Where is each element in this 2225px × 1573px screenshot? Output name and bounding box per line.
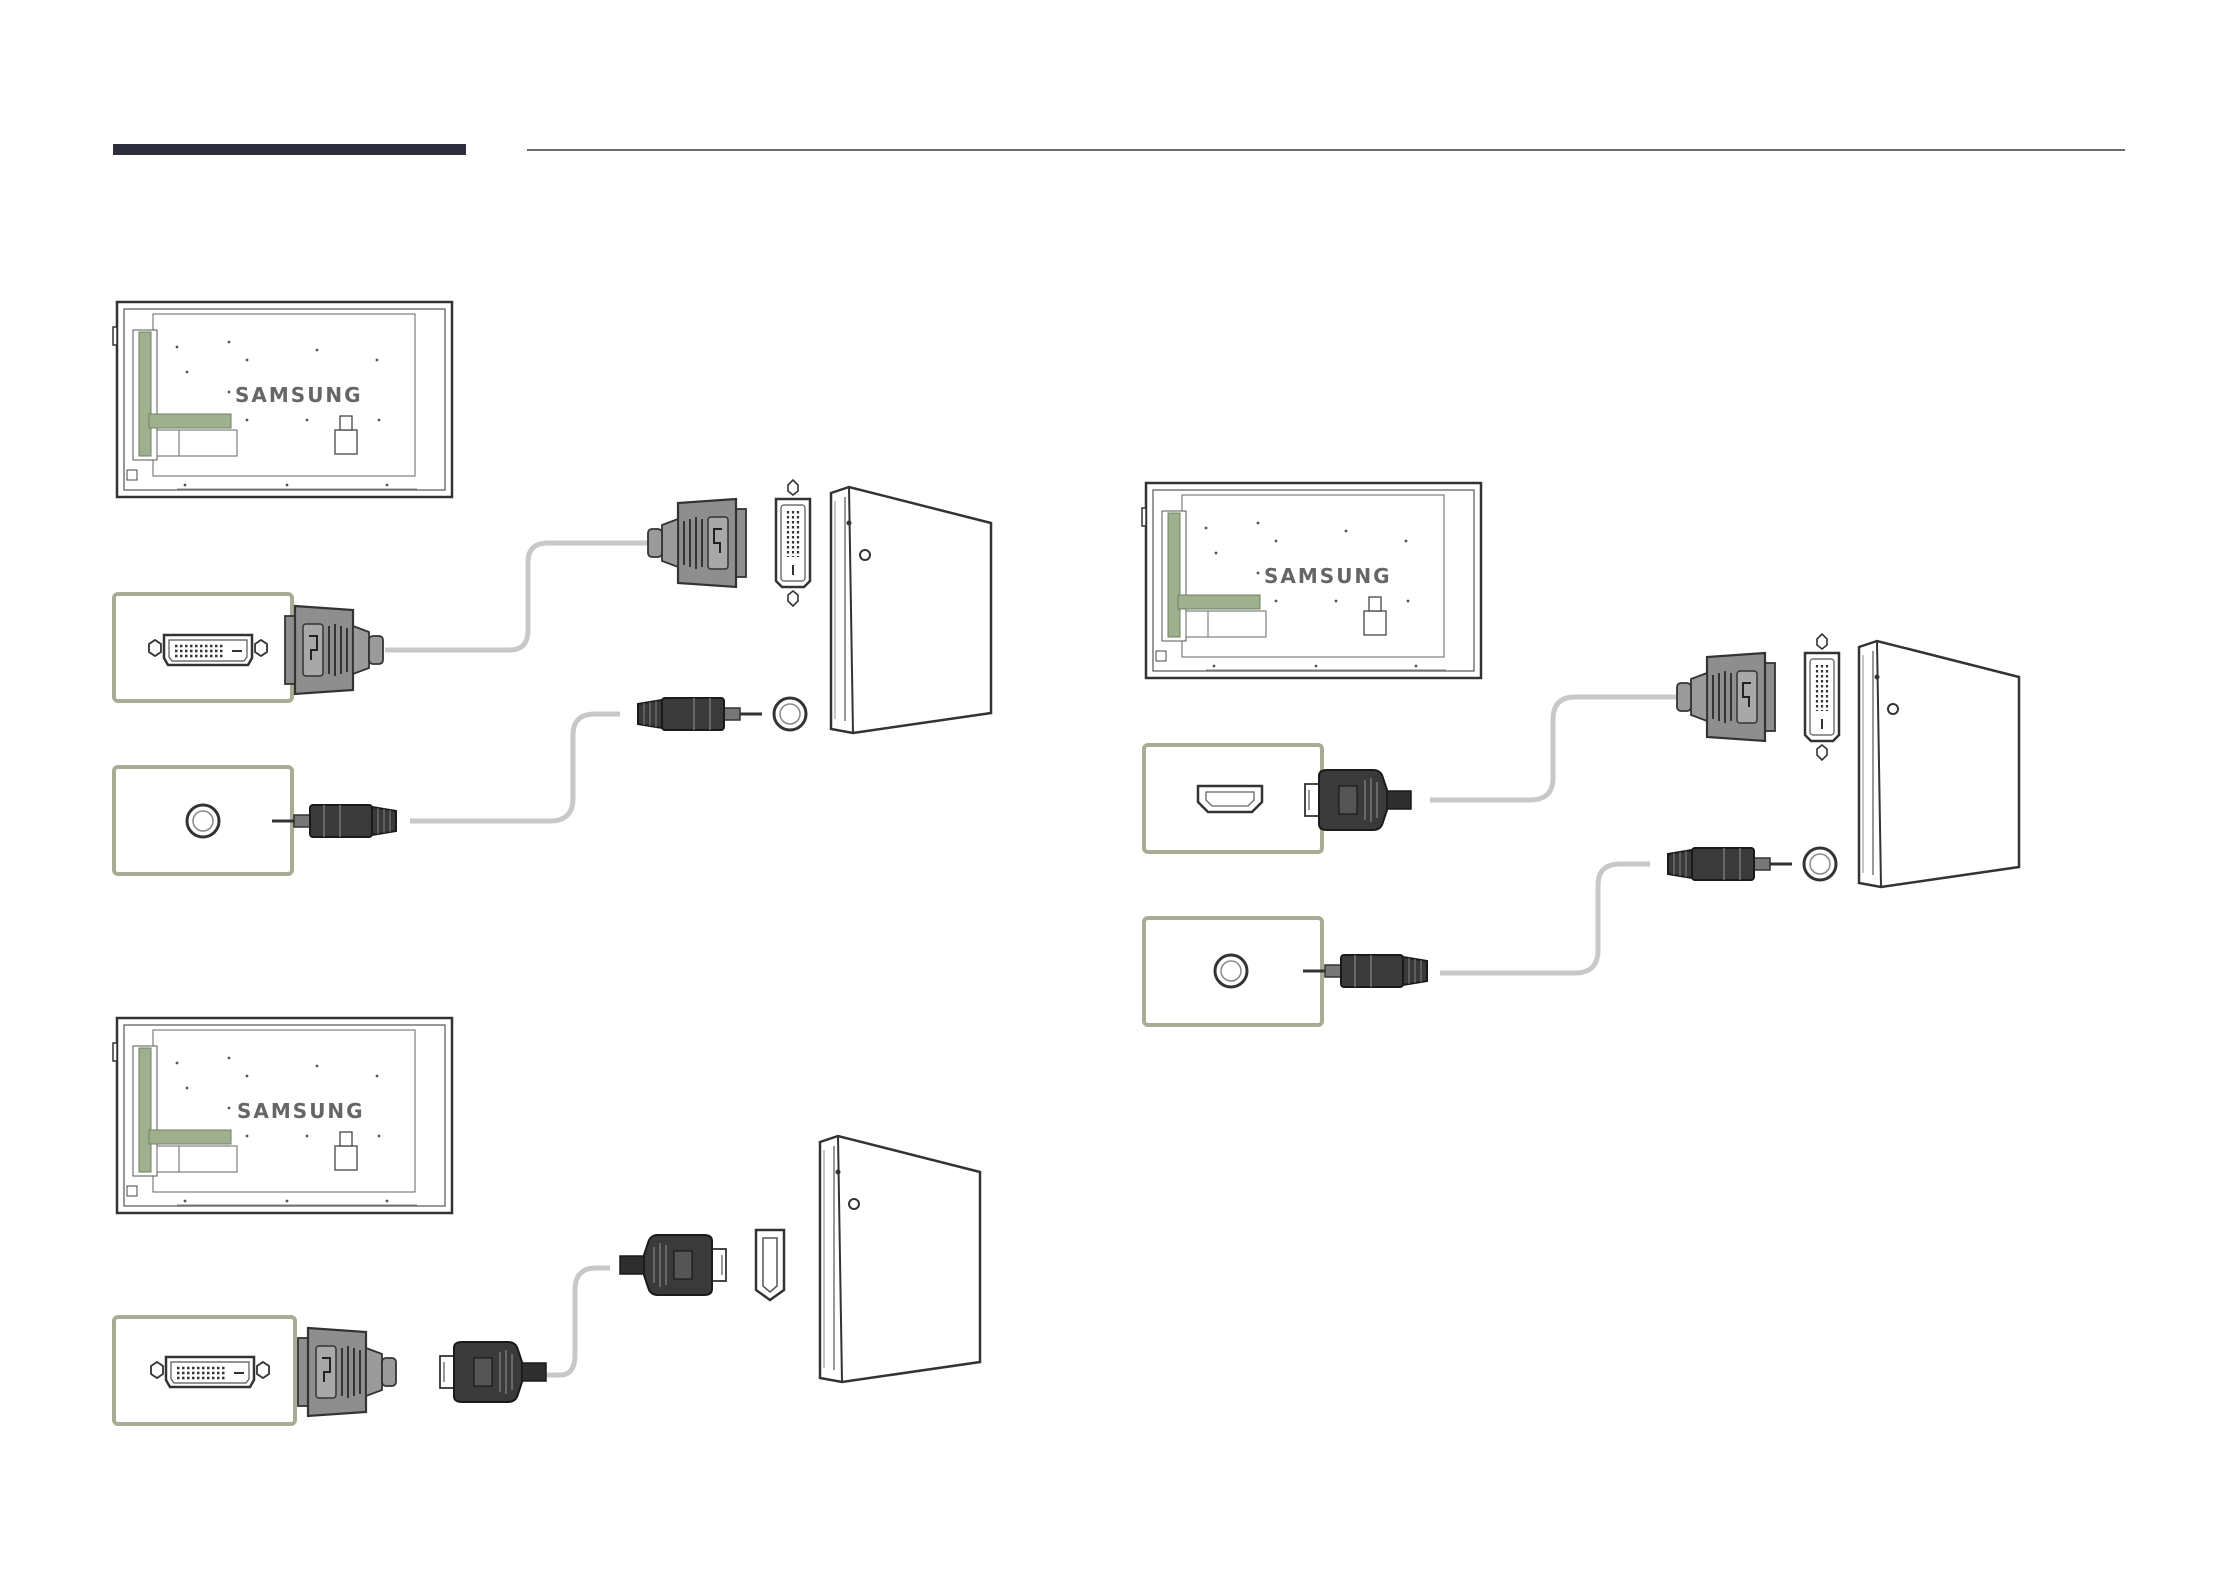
pc-hdmi-port-icon	[756, 1230, 784, 1300]
hdmi-cable	[545, 1268, 610, 1375]
dvi-to-hdmi-adapter-icon	[298, 1328, 396, 1416]
hdmi-port-icon	[1198, 786, 1262, 812]
samsung-logo-text: SAMSUNG	[235, 383, 363, 407]
diagram-dvi-to-dvi: SAMSUNG	[113, 302, 991, 874]
dvi-port-icon	[149, 635, 267, 665]
pc-dvi-port-icon	[1805, 634, 1839, 760]
hdmi-to-dvi-cable	[1430, 697, 1680, 800]
samsung-logo-text: SAMSUNG	[237, 1099, 365, 1123]
audio-jack-icon	[187, 805, 219, 837]
samsung-logo-text: SAMSUNG	[1264, 564, 1392, 588]
pc-audio-plug-icon	[638, 698, 762, 730]
hdmi-plug-icon	[440, 1342, 546, 1402]
monitor-back-panel: SAMSUNG	[1142, 483, 1481, 678]
pc-audio-jack-icon	[774, 698, 806, 730]
pc-audio-plug-icon	[1668, 848, 1792, 880]
audio-jack-icon	[1215, 955, 1247, 987]
pc-tower-icon	[831, 487, 991, 733]
pc-dvi-plug-icon	[648, 499, 746, 587]
pc-tower-icon	[1859, 641, 2019, 887]
pc-hdmi-plug-icon	[620, 1235, 726, 1295]
pc-tower-icon	[820, 1136, 980, 1382]
dvi-cable	[385, 543, 652, 650]
pc-dvi-plug-icon	[1677, 653, 1775, 741]
diagram-dvi-to-hdmi: SAMSUNG	[113, 1018, 980, 1424]
audio-cable	[1440, 864, 1650, 973]
audio-cable	[410, 714, 620, 821]
dvi-plug-icon	[285, 606, 383, 694]
pc-dvi-port-icon	[776, 480, 810, 606]
monitor-back-panel: SAMSUNG	[113, 302, 452, 497]
hdmi-plug-icon	[1305, 770, 1411, 830]
dvi-port-icon	[151, 1357, 269, 1387]
diagram-hdmi-to-dvi: SAMSUNG	[1142, 483, 2019, 1025]
pc-audio-jack-icon	[1804, 848, 1836, 880]
monitor-back-panel: SAMSUNG	[113, 1018, 452, 1213]
header-accent-bar	[113, 144, 466, 155]
